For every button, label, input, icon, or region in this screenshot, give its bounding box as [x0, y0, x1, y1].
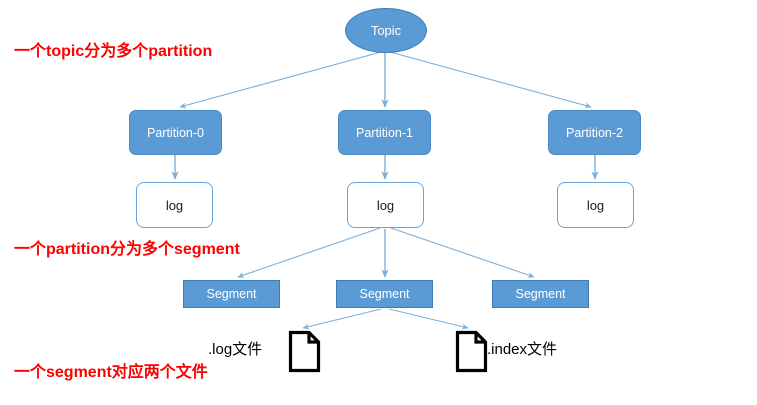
index-file-icon — [455, 330, 488, 373]
node-log-0-label: log — [165, 197, 184, 213]
node-partition-0[interactable]: Partition-0 — [129, 110, 222, 155]
node-topic[interactable]: Topic — [345, 8, 427, 53]
edge-log-segment-0 — [237, 227, 381, 278]
node-log-1-label: log — [376, 197, 395, 213]
edge-log-segment-2 — [390, 227, 535, 278]
edge-topic-partition-2 — [389, 51, 592, 109]
edge-segment-log-file — [302, 308, 382, 330]
node-topic-label: Topic — [370, 23, 402, 38]
node-segment-2-label: Segment — [515, 287, 566, 301]
log-file-icon — [288, 330, 321, 373]
annotation-segment-files: 一个segment对应两个文件 — [14, 364, 208, 381]
node-segment-0[interactable]: Segment — [183, 280, 280, 308]
edge-segment-index-file — [388, 308, 469, 330]
node-partition-1-label: Partition-1 — [356, 125, 413, 140]
annotation-topic-partition: 一个topic分为多个partition — [14, 43, 213, 60]
node-log-2[interactable]: log — [557, 182, 634, 228]
node-partition-2[interactable]: Partition-2 — [548, 110, 641, 155]
node-log-1[interactable]: log — [347, 182, 424, 228]
node-log-0[interactable]: log — [136, 182, 213, 228]
node-partition-1[interactable]: Partition-1 — [338, 110, 431, 155]
node-partition-0-label: Partition-0 — [147, 125, 204, 140]
index-file-label: .index文件 — [487, 341, 558, 358]
annotation-partition-segment: 一个partition分为多个segment — [14, 241, 240, 258]
node-partition-2-label: Partition-2 — [566, 125, 623, 140]
node-log-2-label: log — [586, 197, 605, 213]
node-segment-0-label: Segment — [206, 287, 257, 301]
log-file-label: .log文件 — [208, 341, 263, 358]
node-segment-1[interactable]: Segment — [336, 280, 433, 308]
node-segment-2[interactable]: Segment — [492, 280, 589, 308]
node-segment-1-label: Segment — [359, 287, 410, 301]
